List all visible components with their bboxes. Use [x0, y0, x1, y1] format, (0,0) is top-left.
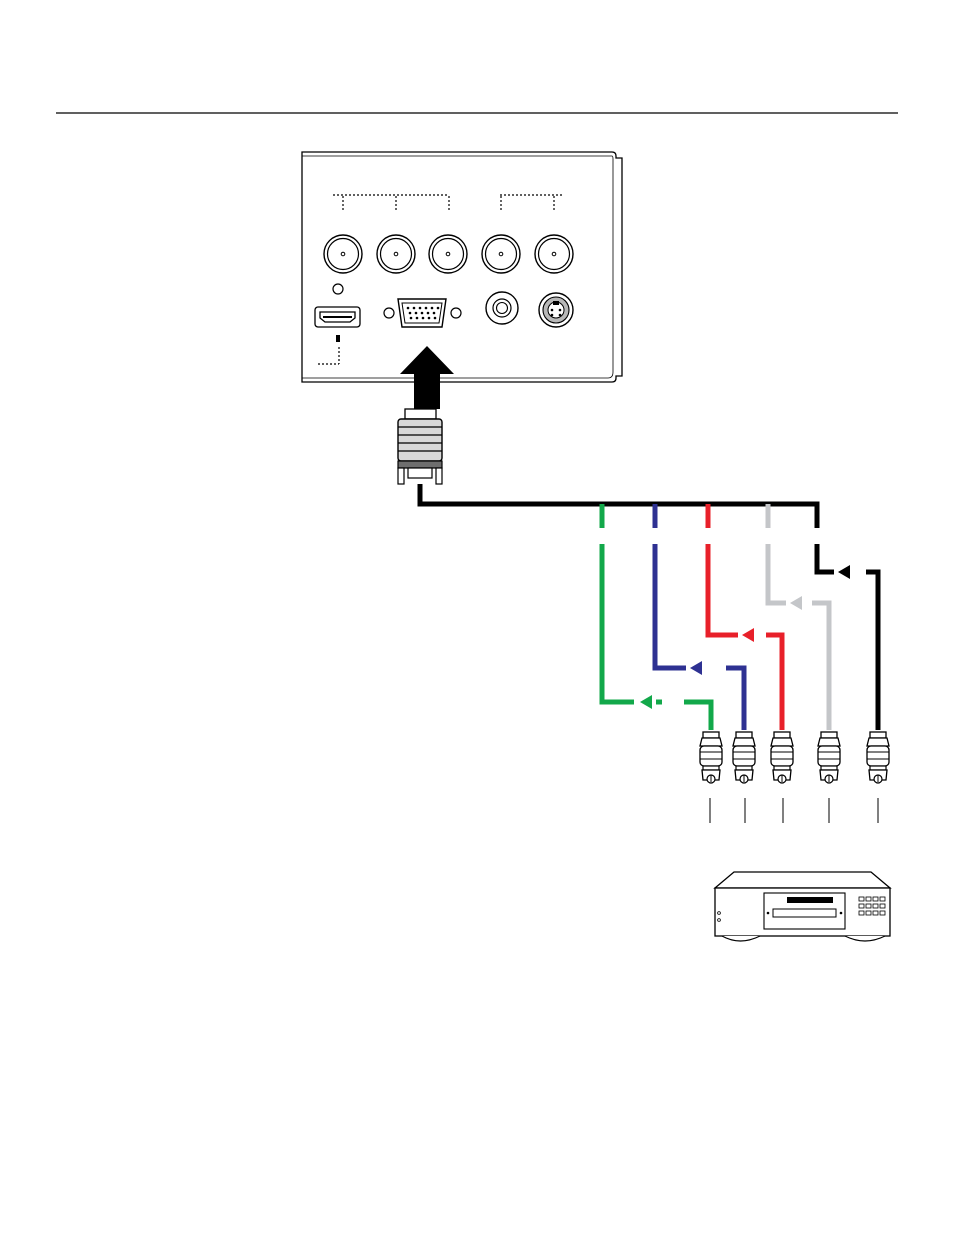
- bnc-jack-4[interactable]: [482, 235, 520, 273]
- plug-leader-lines: [710, 798, 878, 823]
- bnc-plug-gray: [818, 732, 840, 783]
- s-video-jack[interactable]: [539, 293, 573, 327]
- vga-plug-icon: [398, 409, 442, 484]
- cable-red-arrowhead: [742, 628, 754, 642]
- bnc-plug-blue: [733, 732, 755, 783]
- cable-trunk: [420, 484, 817, 528]
- cable-blue-arrowhead: [690, 661, 702, 675]
- hdmi-mark: [336, 335, 340, 342]
- hdmi-port[interactable]: [315, 307, 360, 327]
- bnc-jack-5[interactable]: [535, 235, 573, 273]
- bnc-jack-3[interactable]: [429, 235, 467, 273]
- cable-black-arrowhead: [838, 565, 850, 579]
- bnc-jack-2[interactable]: [377, 235, 415, 273]
- cable-gray-arrowhead: [790, 596, 802, 610]
- dvd-player-icon: [715, 872, 890, 941]
- indicator-hole: [333, 284, 343, 294]
- bnc-plug-green: [700, 732, 722, 783]
- input-panel: [302, 152, 622, 382]
- bnc-jack-1[interactable]: [324, 235, 362, 273]
- rca-jack[interactable]: [486, 292, 518, 324]
- bnc-plug-black: [867, 732, 889, 783]
- cable-green-arrowhead: [640, 695, 652, 709]
- bnc-plug-red: [771, 732, 793, 783]
